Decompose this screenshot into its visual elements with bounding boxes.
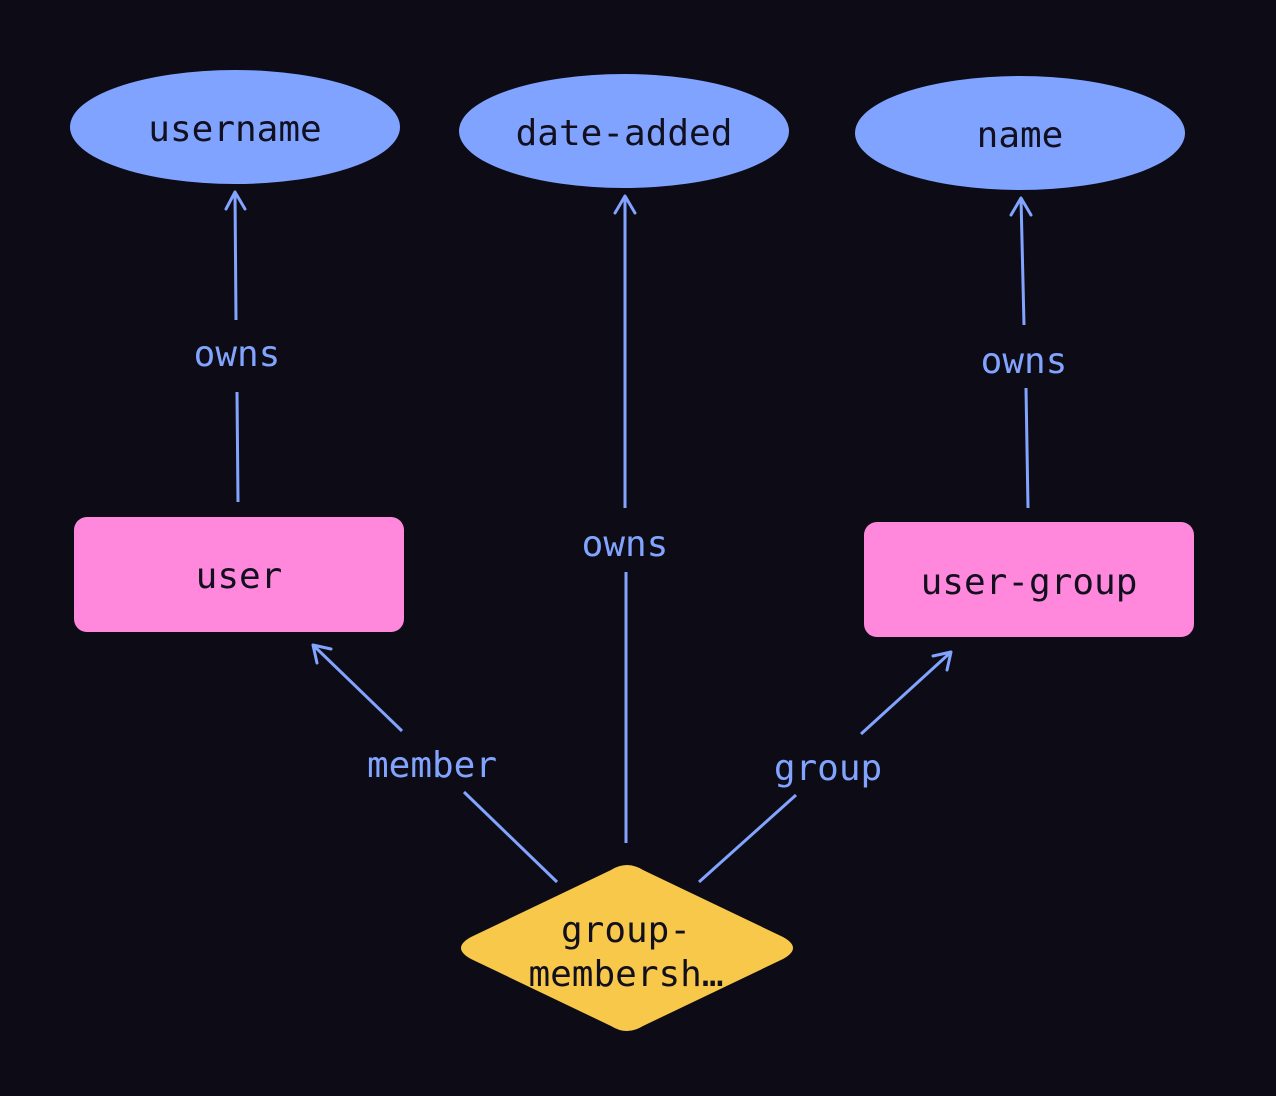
entity-node-user-group[interactable]: user-group [864, 522, 1194, 637]
edge-label-owns: owns [194, 334, 281, 375]
entity-node-user[interactable]: user [74, 517, 404, 632]
attribute-ellipse [70, 70, 400, 184]
relation-node-group-membership[interactable]: group- membersh… [461, 865, 793, 1031]
entity-box [864, 522, 1194, 637]
attribute-node-date-added[interactable]: date-added [459, 74, 789, 188]
edge-line [859, 650, 953, 736]
arrow-head-icon [1009, 196, 1033, 217]
edge-line [233, 191, 238, 321]
edge-label-owns: owns [981, 341, 1068, 382]
entity-label: user-group [921, 562, 1138, 603]
arrow-head-icon [311, 643, 333, 665]
edge-user-group-owns-name: owns [981, 196, 1068, 509]
edge-label-member: member [367, 745, 497, 786]
attribute-label: date-added [516, 113, 733, 154]
entity-box [74, 517, 404, 632]
attribute-label: username [148, 109, 321, 150]
edge-membership-member-user: member [311, 643, 559, 884]
edge-line [1019, 197, 1026, 326]
arrow-head-icon [931, 650, 953, 672]
edge-line [235, 391, 240, 503]
edge-line [311, 643, 404, 733]
relation-label-line1: group- [561, 910, 691, 951]
edge-line [1024, 387, 1030, 509]
attribute-ellipse [459, 74, 789, 188]
attribute-node-name[interactable]: name [855, 76, 1185, 190]
edge-line [462, 790, 559, 884]
relation-label-line2: membersh… [528, 954, 723, 995]
entity-label: user [196, 556, 283, 597]
arrow-head-icon [613, 194, 637, 215]
edge-label-group: group [774, 748, 882, 789]
relation-diamond [461, 865, 793, 1031]
edge-membership-group-user-group: group [697, 650, 953, 884]
edge-label-owns: owns [582, 524, 669, 565]
attribute-label: name [977, 115, 1064, 156]
edge-line [697, 793, 798, 884]
attribute-node-username[interactable]: username [70, 70, 400, 184]
attribute-ellipse [855, 76, 1185, 190]
edge-user-owns-username: owns [194, 190, 281, 503]
edge-membership-owns-date-added: owns [582, 194, 669, 843]
arrow-head-icon [224, 190, 247, 211]
